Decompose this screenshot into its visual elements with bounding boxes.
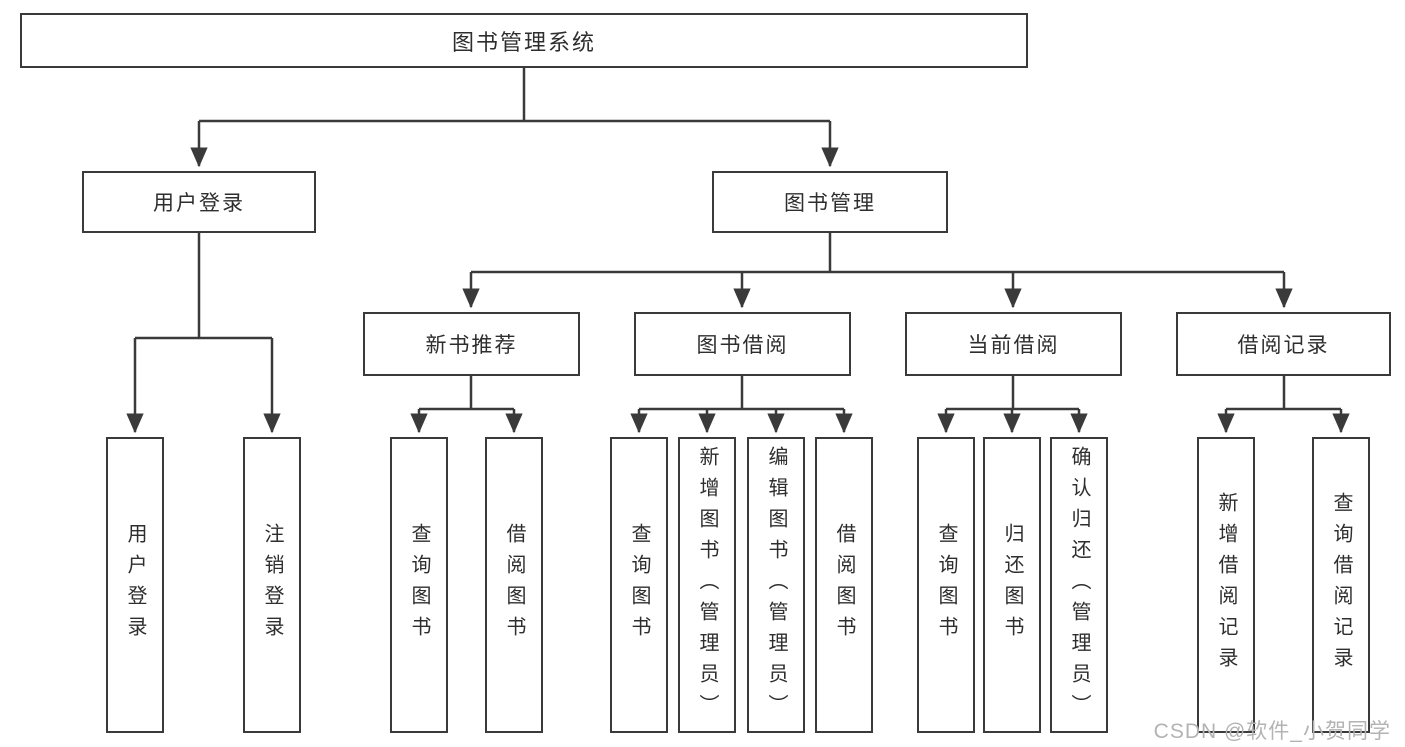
node-add-borrow-record: 新增借阅记录 — [1197, 437, 1255, 733]
leaf-label: 查询图书 — [628, 523, 650, 647]
node-query-book-borrow: 查询图书 — [610, 437, 668, 733]
leaf-label: 查询借阅记录 — [1330, 492, 1352, 678]
node-book-borrowing: 图书借阅 — [634, 312, 851, 376]
node-leaf-user-login: 用户登录 — [106, 437, 164, 733]
csdn-watermark: CSDN @软件_小贺同学 — [1153, 720, 1391, 743]
node-user-login: 用户登录 — [82, 171, 316, 233]
node-confirm-return-admin: 确认归还（管理员） — [1050, 437, 1108, 733]
leaf-label: 编辑图书（管理员） — [765, 445, 787, 725]
node-leaf-logout: 注销登录 — [243, 437, 301, 733]
leaf-label: 注销登录 — [261, 523, 283, 647]
leaf-label: 借阅图书 — [503, 523, 525, 647]
node-book-management: 图书管理 — [712, 171, 948, 233]
leaf-label: 新增图书（管理员） — [696, 445, 718, 725]
leaf-label: 新增借阅记录 — [1215, 492, 1237, 678]
node-query-book-current: 查询图书 — [917, 437, 975, 733]
node-edit-book-admin: 编辑图书（管理员） — [747, 437, 805, 733]
node-return-book: 归还图书 — [983, 437, 1041, 733]
leaf-label: 确认归还（管理员） — [1068, 445, 1090, 725]
node-query-borrow-record: 查询借阅记录 — [1312, 437, 1370, 733]
node-add-book-admin: 新增图书（管理员） — [678, 437, 736, 733]
node-borrow-book-recommend: 借阅图书 — [485, 437, 543, 733]
node-borrow-book: 借阅图书 — [815, 437, 873, 733]
leaf-label: 查询图书 — [408, 523, 430, 647]
leaf-label: 用户登录 — [124, 523, 146, 647]
leaf-label: 归还图书 — [1001, 523, 1023, 647]
leaf-label: 查询图书 — [935, 523, 957, 647]
node-new-book-recommend: 新书推荐 — [363, 312, 580, 376]
leaf-label: 借阅图书 — [833, 523, 855, 647]
node-library-management-system: 图书管理系统 — [20, 13, 1028, 68]
node-borrowing-records: 借阅记录 — [1176, 312, 1391, 376]
node-current-borrowing: 当前借阅 — [905, 312, 1122, 376]
node-query-book-recommend: 查询图书 — [390, 437, 448, 733]
